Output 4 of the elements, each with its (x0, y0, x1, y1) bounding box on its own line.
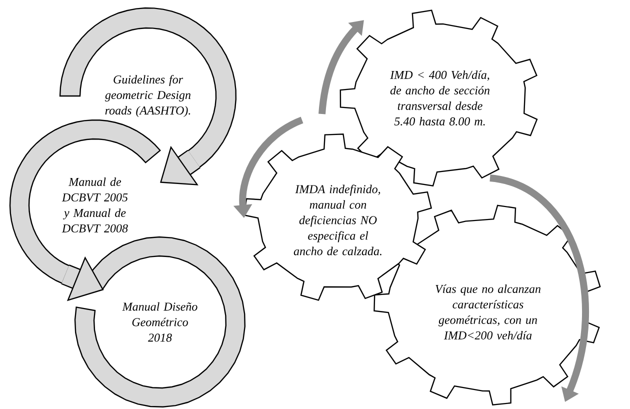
ring-drawing: Manual de DCBVT 2005 y Manual de DCBVT 2008 (9, 120, 161, 285)
curved-arrow (318, 20, 364, 114)
ring-drawing: Guidelines for geometric Design roads (AASHTO). (59, 7, 236, 169)
ring-drawing: Manual Diseño Geométrico 2018 (74, 236, 246, 408)
